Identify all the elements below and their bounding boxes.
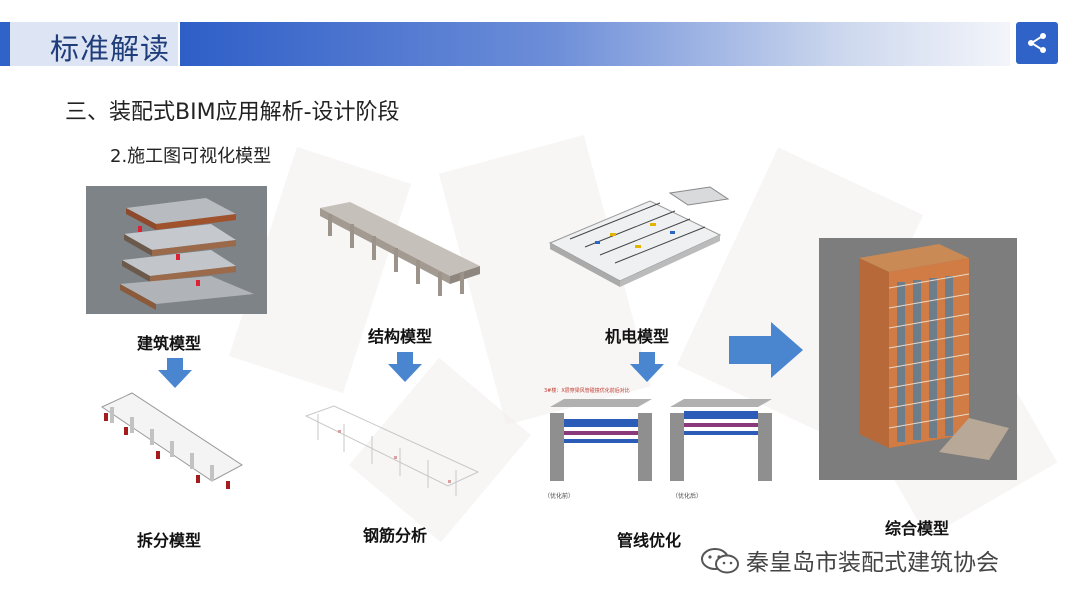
wechat-icon bbox=[700, 547, 740, 575]
section-subheading: 2.施工图可视化模型 bbox=[110, 142, 271, 168]
section-heading: 三、装配式BIM应用解析-设计阶段 bbox=[65, 94, 400, 126]
integrated-model-label: 综合模型 bbox=[885, 515, 949, 539]
structure-model-image bbox=[310, 196, 490, 306]
down-arrow-icon bbox=[158, 358, 192, 388]
split-model-label: 拆分模型 bbox=[137, 527, 201, 551]
integrated-model-image bbox=[819, 238, 1017, 480]
mep-model-label: 机电模型 bbox=[605, 323, 669, 347]
architecture-model-label: 建筑模型 bbox=[137, 330, 201, 354]
before-caption: （优化前） bbox=[544, 491, 574, 500]
rebar-analysis-image bbox=[298, 400, 483, 500]
share-button[interactable] bbox=[1016, 22, 1058, 64]
pipeline-optimization-image: 3#楼：X层穿梁风管碰撞优化前后对比 （优化前） （优化后） bbox=[542, 385, 780, 510]
after-caption: （优化后） bbox=[672, 491, 702, 500]
down-arrow-icon bbox=[388, 352, 422, 382]
rebar-analysis-label: 钢筋分析 bbox=[363, 522, 427, 546]
down-arrow-icon bbox=[630, 352, 664, 382]
page-title: 标准解读 bbox=[50, 26, 170, 68]
title-tab: 标准解读 bbox=[0, 22, 178, 66]
structure-model-label: 结构模型 bbox=[368, 323, 432, 347]
footer-source-text: 秦皇岛市装配式建筑协会 bbox=[746, 550, 999, 576]
right-arrow-icon bbox=[729, 322, 803, 378]
title-bar bbox=[180, 22, 1010, 66]
split-model-image bbox=[96, 385, 248, 503]
footer-source: 秦皇岛市装配式建筑协会 bbox=[746, 543, 999, 577]
share-icon bbox=[1025, 31, 1049, 55]
pipeline-optimization-label: 管线优化 bbox=[617, 527, 681, 551]
mep-model-image bbox=[540, 183, 730, 303]
architecture-model-image bbox=[86, 186, 267, 314]
